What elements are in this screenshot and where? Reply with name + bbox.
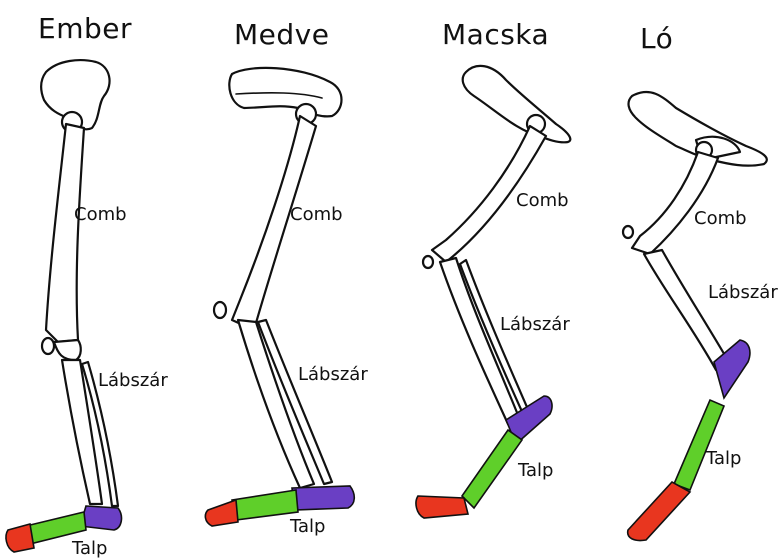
human-shank-label: Lábszár [98,370,168,391]
human-thigh-label: Comb [74,204,127,225]
bear-shank-label: Lábszár [298,364,368,385]
horse-metatarsals [674,400,724,490]
horse-femur [632,152,718,254]
human-tibia [62,360,102,504]
title-bear: Medve [234,18,329,51]
horse-patella [623,226,633,238]
cat-shank-label: Lábszár [500,314,570,335]
title-human: Ember [38,12,132,45]
cat-foot-label: Talp [518,460,553,481]
horse-phalanges [628,482,690,541]
bear-patella [214,302,226,318]
bear-phalanges [205,500,238,526]
horse-shank-label: Lábszár [708,282,778,303]
human-leg [6,60,121,552]
cat-phalanges [416,496,468,518]
human-knee [54,340,81,360]
bear-metatarsals [232,490,298,520]
cat-pelvis [463,66,571,142]
bear-leg [205,68,354,526]
human-phalanges [6,524,34,552]
title-horse: Ló [640,22,673,55]
cat-leg [416,66,570,518]
bear-pelvis [229,68,341,117]
bear-foot-label: Talp [290,516,325,537]
cat-tibia [440,258,520,424]
horse-thigh-label: Comb [694,208,747,229]
cat-metatarsals [462,430,522,508]
title-cat: Macska [442,18,549,51]
bear-tarsals [292,486,354,510]
cat-patella [423,256,433,268]
human-patella [42,338,54,354]
human-femur [46,124,84,342]
horse-tibia [644,250,730,370]
cat-thigh-label: Comb [516,190,569,211]
human-foot-label: Talp [72,538,107,559]
horse-leg [623,92,767,541]
bear-thigh-label: Comb [290,204,343,225]
horse-foot-label: Talp [706,448,741,469]
